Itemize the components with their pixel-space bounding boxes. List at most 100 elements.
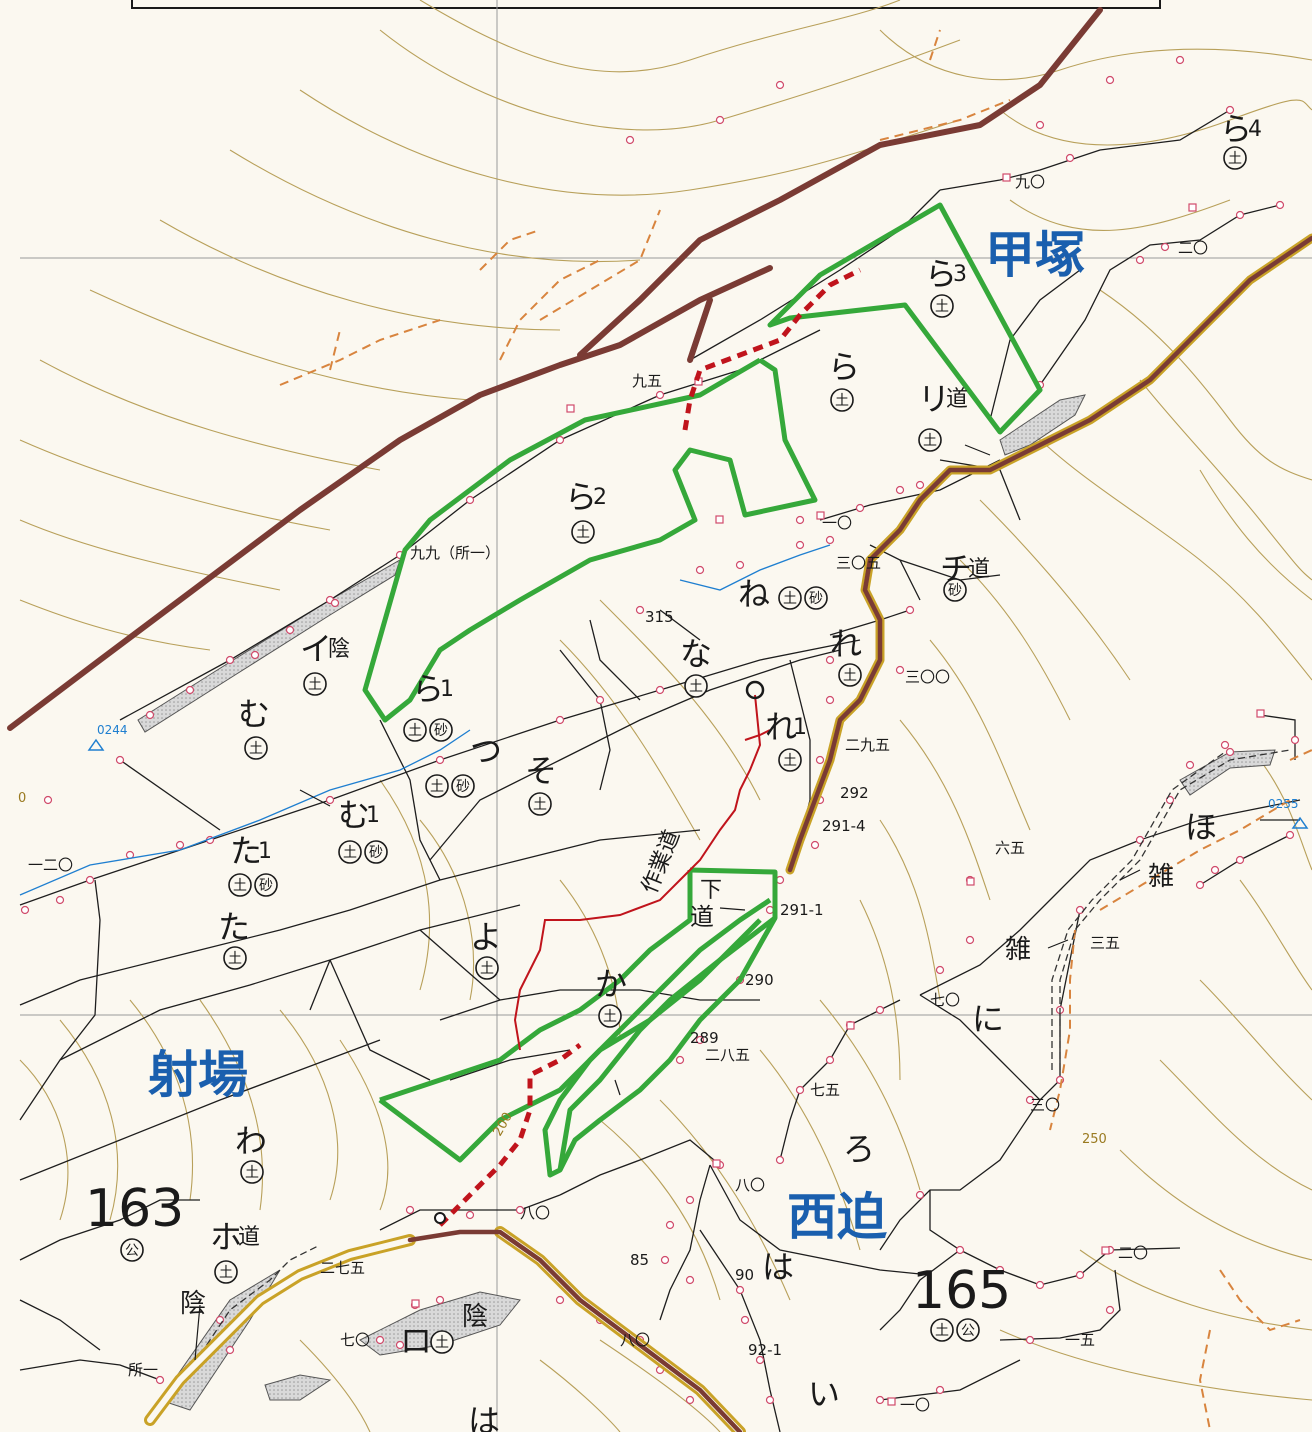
lot-mark-text: 土 [533, 797, 547, 813]
lot-sub-label: 1 [440, 677, 454, 702]
lot-main-label: ら [925, 255, 957, 293]
lot-main-label: ら [1220, 110, 1252, 148]
lot-n165: 165 土公 [912, 1261, 1011, 1342]
lot-mark-circle [451, 774, 475, 798]
label-85: 85 [630, 1251, 649, 1269]
lot-main-label: た [230, 832, 262, 870]
leader-arrows [194, 444, 1141, 1361]
label-291-1: 291-1 [780, 901, 824, 919]
lot-main-label: わ [235, 1122, 267, 1160]
work-road-start-marker [434, 1212, 446, 1224]
lot-mark-circle [598, 1004, 622, 1028]
lot-mark-text: 土 [219, 1265, 233, 1281]
lot-ro: ロ土 [400, 1322, 454, 1360]
lot-main-label: ね [738, 575, 770, 613]
work-road-end-marker [745, 680, 765, 700]
lot-main-label: 163 [85, 1179, 184, 1239]
label-nikyugo: 二九五 [845, 736, 890, 754]
label-ha: は [762, 1248, 794, 1286]
label-edge-zero: 0 [18, 791, 26, 806]
label-kyugo: 九五 [632, 372, 662, 390]
lot-mark-circle [223, 946, 247, 970]
lot-mark-text: 砂 [456, 779, 470, 795]
lot-mark-text: 公 [961, 1323, 975, 1339]
lot-mark-text: 土 [228, 951, 242, 967]
lot-mark-circle [120, 1238, 144, 1262]
lot-main-label: た [218, 908, 250, 946]
lot-mark-text: 砂 [259, 878, 273, 894]
ridge-lines [7, 7, 1103, 731]
lot-ra4: ら4土 [1220, 110, 1262, 170]
lot-mark-circle [930, 1318, 954, 1342]
lot-mark-circle [254, 873, 278, 897]
lot-ra: ら土 [828, 348, 860, 412]
label-kyuku: 九九（所一） [410, 544, 500, 562]
lot-mark-text: 土 [480, 961, 494, 977]
lot-mark-text: 土 [843, 668, 857, 684]
lot-rimichi: リ道土 [918, 380, 968, 452]
lot-mark-text: 砂 [434, 723, 448, 739]
lot-mark-text: 公 [125, 1243, 139, 1259]
label-sanbyaku: 三〇〇 [905, 668, 950, 686]
label-ichigo: 一五 [1065, 1331, 1095, 1349]
lot-main-label: よ [470, 918, 502, 956]
title-frame [131, 0, 1161, 9]
lot-mark-circle [571, 520, 595, 544]
lot-sub-label: 道 [968, 557, 990, 582]
lot-sub-label: 4 [1248, 117, 1262, 142]
lot-mark-text: 砂 [948, 583, 962, 599]
lot-main-label: つ [470, 732, 502, 770]
lot-mark-text: 土 [308, 677, 322, 693]
lot-mark-text: 砂 [369, 845, 383, 861]
lot-mark-text: 土 [603, 1009, 617, 1025]
lot-main-label: リ [918, 380, 950, 418]
lot-ka: か土 [595, 965, 627, 1028]
label-sanmaru-go: 三〇五 [836, 554, 881, 572]
lot-mark-circle [364, 840, 388, 864]
lot-ra1: ら1土砂 [403, 670, 454, 742]
place-name-nishisako: 西迫 [787, 1188, 887, 1246]
lot-mark-text: 土 [935, 1323, 949, 1339]
label-hachimaru-b: 八〇 [520, 1204, 550, 1222]
label-nanamaru: 七〇 [930, 991, 960, 1009]
lot-sub-label: 3 [953, 262, 967, 287]
lot-mark-circle [778, 586, 802, 610]
lot-mark-text: 土 [923, 433, 937, 449]
label-hachimaru: 八〇 [735, 1176, 765, 1194]
lot-main-label: む [338, 796, 370, 834]
lot-main-label: 165 [912, 1261, 1011, 1321]
grid-lines [20, 0, 1312, 1432]
label-291-4: 291-4 [822, 817, 866, 835]
planned-area-boundary [362, 202, 1043, 1178]
lot-ikage: イ陰土 [300, 630, 350, 696]
label-benchmark-0255: 0255 [1268, 797, 1299, 811]
lot-tsu: つ土砂 [425, 732, 502, 798]
label-ichimaru-b: 一〇 [900, 1396, 930, 1414]
lot-sub-label: 道 [946, 387, 968, 412]
label-ni: に [972, 1000, 1004, 1038]
label-nanamaru-b: 七〇 [340, 1331, 370, 1349]
lot-mark-text: 土 [249, 741, 263, 757]
lot-sub-label: 1 [366, 803, 380, 828]
lot-mark-text: 土 [783, 753, 797, 769]
lot-main-label: ら [565, 478, 597, 516]
lot-sub-label: 道 [238, 1225, 260, 1250]
contour-lines [19, 0, 1312, 1432]
lot-main-label: か [595, 965, 627, 1003]
label-90: 90 [735, 1266, 754, 1284]
lot-mark-circle [338, 840, 362, 864]
lot-mark-text: 土 [576, 525, 590, 541]
lot-main-label: む [238, 695, 270, 733]
label-nanago: 七五 [810, 1081, 840, 1099]
lot-main-label: ら [828, 348, 860, 386]
label-sanmaru: 三〇 [1030, 1096, 1060, 1114]
label-contour-250: 250 [1082, 1132, 1107, 1147]
lot-homichi: ホ道土 [210, 1218, 260, 1284]
lot-mark-circle [778, 748, 802, 772]
label-nishichigo: 二七五 [320, 1259, 365, 1277]
lot-main-label: ロ [400, 1322, 432, 1360]
label-nimaru: 二〇 [1178, 239, 1208, 257]
lot-mark-circle [214, 1260, 238, 1284]
lot-ta1: た1土砂 [228, 832, 278, 897]
